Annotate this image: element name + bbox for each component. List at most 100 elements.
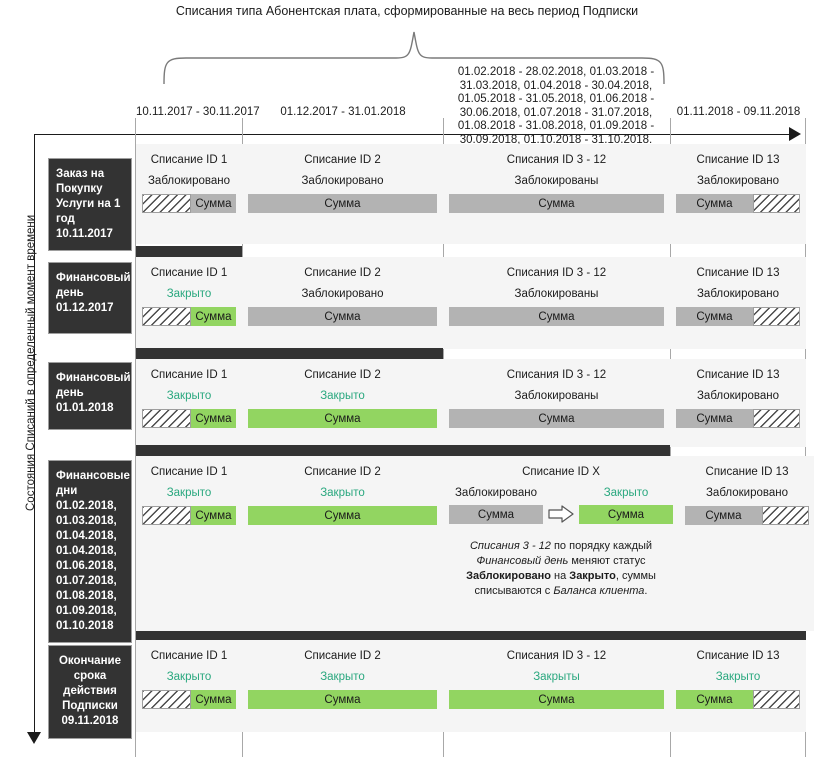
status-label: Заблокированы (514, 175, 599, 187)
stage-label: Окончание срока действия Подписки 09.11.… (48, 645, 132, 739)
amount-label: Сумма (248, 409, 437, 428)
horizontal-time-axis (34, 134, 792, 135)
charge-id-label: Списание ID 1 (150, 650, 228, 662)
status-label: Закрыто (603, 487, 649, 499)
charge-id-label: Списания ID 3 - 12 (506, 650, 607, 662)
charge-id-label: Списание ID 1 (150, 466, 228, 478)
amount-bar: Сумма (449, 307, 664, 326)
amount-bar: Сумма (449, 194, 664, 213)
status-label: Заблокировано (301, 175, 384, 187)
charge-id-label: Списание ID 1 (150, 369, 228, 381)
charge-id-label: Списание ID X (522, 466, 600, 478)
state-axis-arrow-icon (27, 732, 41, 744)
amount-label: Сумма (449, 690, 664, 709)
transition-note: Списания 3 - 12 по порядку каждый Финанс… (466, 540, 656, 597)
status-label: Закрыто (166, 487, 212, 499)
charge-id-label: Списания ID 3 - 12 (506, 267, 607, 279)
hatch-segment (752, 194, 800, 213)
amount-label: Сумма (190, 690, 236, 709)
status-label: Закрыто (715, 671, 761, 683)
status-label: Заблокировано (705, 487, 789, 499)
charge-id-label: Списание ID 1 (150, 267, 228, 279)
hatch-segment (142, 307, 191, 326)
amount-label: Сумма (190, 194, 236, 213)
status-label: Заблокировано (696, 288, 780, 300)
y-axis-label: Состояния Списаний в определенный момент… (25, 214, 37, 511)
diagram-title: Списания типа Абонентская плата, сформир… (175, 4, 639, 18)
vertical-state-axis (34, 134, 35, 736)
status-label: Закрыто (320, 671, 365, 683)
amount-bar: Сумма (142, 690, 236, 709)
amount-label: Сумма (449, 194, 664, 213)
amount-label: Сумма (449, 307, 664, 326)
hatch-segment (761, 506, 809, 525)
amount-bar: Сумма (676, 409, 800, 428)
column-header-3: 01.02.2018 - 28.02.2018, 01.03.2018 - 31… (457, 66, 655, 146)
charge-id-label: Списание ID 2 (304, 369, 381, 381)
status-label: Заблокировано (147, 175, 231, 187)
hatch-segment (142, 409, 191, 428)
status-label: Закрыто (166, 671, 212, 683)
hatch-segment (142, 690, 191, 709)
amount-bar: Сумма (142, 506, 236, 525)
amount-bar: Сумма (248, 409, 437, 428)
amount-bar: Сумма (449, 690, 664, 709)
amount-bar: Сумма (142, 194, 236, 213)
column-header-2: 01.12.2017 - 31.01.2018 (280, 106, 406, 118)
status-label: Закрыто (166, 288, 212, 300)
time-axis-arrow-icon (789, 127, 801, 141)
status-label: Заблокированы (514, 288, 599, 300)
amount-label: Сумма (449, 505, 543, 524)
amount-label: Сумма (248, 194, 437, 213)
status-label: Заблокировано (454, 487, 538, 499)
amount-bar: Сумма (248, 307, 437, 326)
hatch-segment (752, 690, 800, 709)
amount-bar: Сумма (449, 409, 664, 428)
hatch-segment (142, 506, 191, 525)
amount-bar: Сумма (579, 505, 673, 524)
amount-bar: Сумма (676, 194, 800, 213)
brace-icon (163, 31, 665, 84)
amount-bar: Сумма (685, 506, 809, 525)
amount-bar: Сумма (449, 505, 543, 524)
charge-id-label: Списание ID 13 (696, 154, 780, 166)
amount-label: Сумма (248, 690, 437, 709)
status-label: Заблокированы (514, 390, 599, 402)
stage-label: Финансовые дни 01.02.2018, 01.03.2018, 0… (48, 460, 132, 643)
amount-bar: Сумма (248, 690, 437, 709)
status-label: Заблокировано (696, 390, 780, 402)
charge-id-label: Списания ID 3 - 12 (506, 369, 607, 381)
column-separator-0 (135, 118, 136, 757)
hatch-segment (752, 409, 800, 428)
stage-label: Финансовый день 01.12.2017 (48, 262, 132, 334)
charge-id-label: Списание ID 13 (696, 650, 780, 662)
charge-id-label: Списание ID 2 (304, 154, 381, 166)
arrow-right-icon (543, 489, 579, 523)
charge-id-label: Списание ID 13 (705, 466, 789, 478)
status-label: Заблокировано (696, 175, 780, 187)
amount-label: Сумма (676, 194, 753, 213)
hatch-segment (752, 307, 800, 326)
status-label: Закрыто (320, 487, 365, 499)
stage-label: Финансовый день 01.01.2018 (48, 362, 132, 430)
amount-bar: Сумма (676, 307, 800, 326)
